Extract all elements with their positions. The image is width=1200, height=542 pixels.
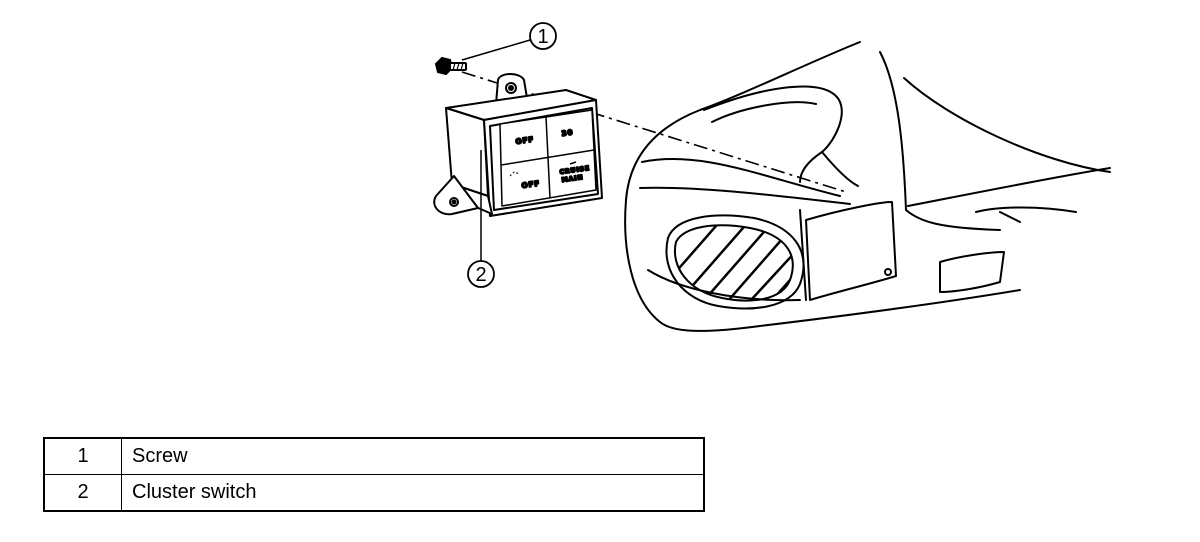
callout-2-number: 2 — [475, 264, 486, 286]
callout-1-number: 1 — [537, 26, 548, 48]
legend-row: 2 Cluster switch — [43, 474, 705, 512]
switch-label-30: 30 — [561, 128, 574, 138]
cluster-switch-diagram: OFF 30 OFF CRUISE MAIN 1 2 — [433, 22, 1111, 332]
switch-label-off-bottom: OFF — [521, 179, 540, 189]
callout-2: 2 — [467, 150, 495, 288]
legend-row: 1 Screw — [43, 437, 705, 475]
switch-label-off-top: OFF — [515, 135, 534, 145]
dashboard-panel — [624, 41, 1111, 332]
legend-description: Screw — [121, 437, 705, 475]
switch-label-main: MAIN — [561, 174, 584, 184]
legend-number: 2 — [43, 474, 122, 512]
legend-number: 1 — [43, 437, 122, 475]
legend-table: 1 Screw 2 Cluster switch — [43, 437, 705, 512]
screw — [434, 56, 467, 76]
legend-description: Cluster switch — [121, 474, 705, 512]
callout-1: 1 — [461, 22, 557, 61]
cluster-switch: OFF 30 OFF CRUISE MAIN — [433, 73, 603, 217]
